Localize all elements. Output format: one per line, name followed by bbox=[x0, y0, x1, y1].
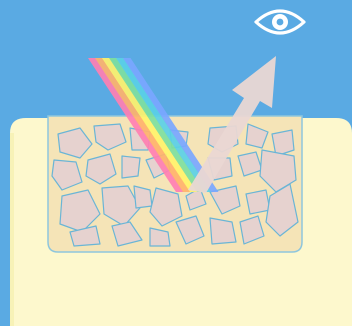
particle bbox=[246, 190, 270, 214]
particle bbox=[122, 156, 140, 178]
ground-side-edge bbox=[10, 133, 14, 326]
particle bbox=[134, 186, 152, 208]
particle bbox=[210, 218, 236, 244]
